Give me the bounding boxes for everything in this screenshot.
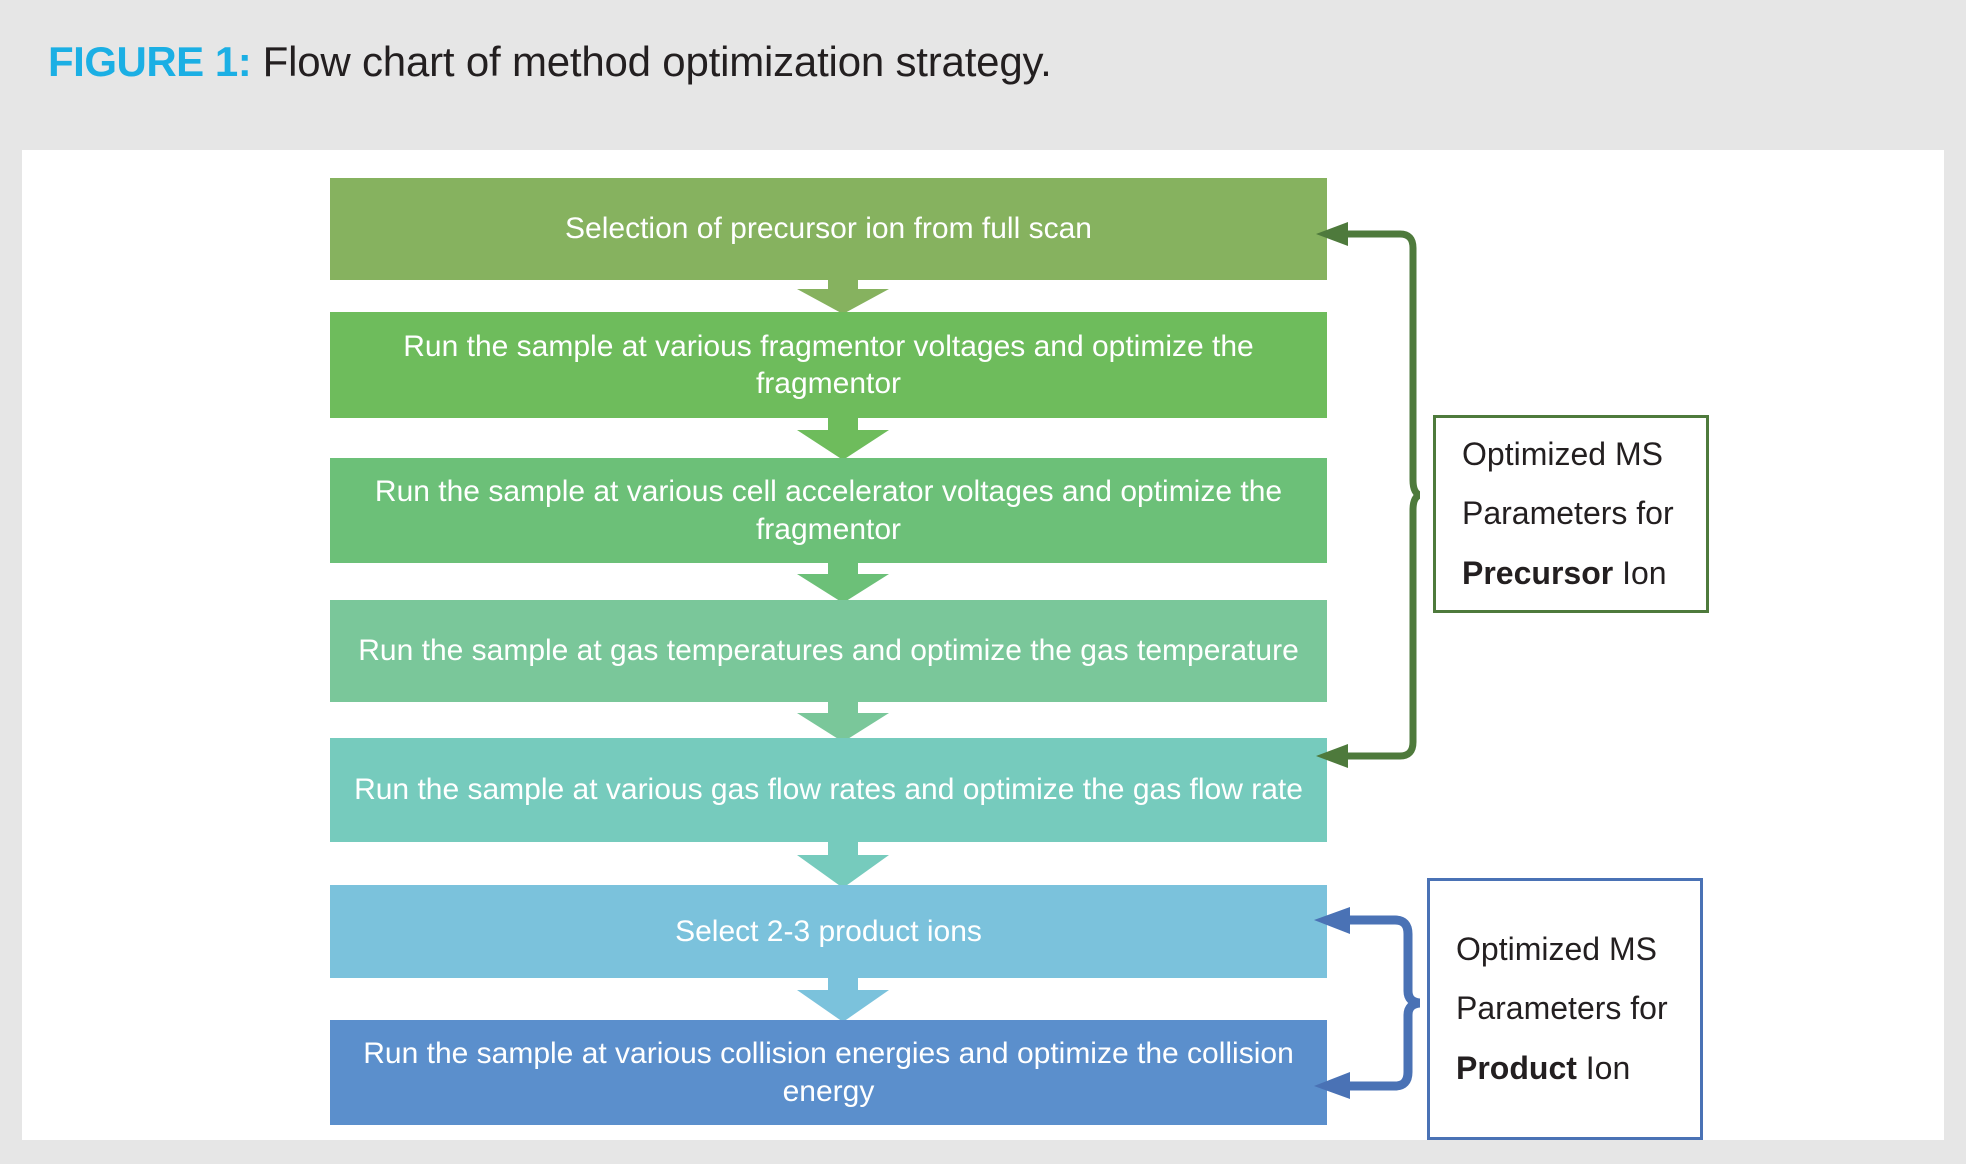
flow-connector-arrow-2 (797, 416, 889, 460)
figure-content-panel: Selection of precursor ion from full sca… (22, 150, 1944, 1140)
flow-step-label: Run the sample at various fragmentor vol… (403, 329, 1254, 401)
callout-line-1: Optimized MS (1462, 435, 1663, 472)
flow-connector-arrow-3 (797, 561, 889, 603)
flow-step-gas-flow-rates: Run the sample at various gas flow rates… (330, 738, 1327, 842)
flow-step-label: Run the sample at various cell accelerat… (374, 475, 1283, 546)
flow-step-label: Run the sample at various gas flow rates… (354, 773, 1303, 807)
figure-label: FIGURE 1: (48, 38, 252, 85)
brace-arrowhead-top (1316, 222, 1348, 246)
callout-line-2: Parameters for (1462, 495, 1674, 532)
flow-step-gas-temperatures: Run the sample at gas temperatures and o… (330, 600, 1327, 702)
callout-line-3: Precursor Ion (1462, 544, 1706, 604)
flow-step-label: Run the sample at gas temperatures and o… (358, 634, 1299, 668)
callout-product-ion: Optimized MS Parameters for Product Ion (1427, 878, 1703, 1140)
callout-line-3: Product Ion (1456, 1039, 1700, 1099)
flow-step-label: Select 2-3 product ions (675, 914, 982, 948)
brace-arrowhead-top (1314, 907, 1350, 934)
figure-caption: FIGURE 1: Flow chart of method optimizat… (48, 38, 1052, 86)
figure-title: Flow chart of method optimization strate… (251, 38, 1052, 85)
flow-step-collision-energies: Run the sample at various collision ener… (330, 1020, 1327, 1125)
callout-line-1: Optimized MS (1456, 930, 1657, 967)
flow-step-select-product-ions: Select 2-3 product ions (330, 885, 1327, 978)
flow-step-label: Run the sample at various collision ener… (363, 1037, 1294, 1108)
brace-precursor (1310, 222, 1420, 768)
callout-line-2: Parameters for (1456, 990, 1668, 1027)
flow-step-selection-precursor-ion: Selection of precursor ion from full sca… (330, 178, 1327, 280)
callout-precursor-ion: Optimized MS Parameters for Precursor Io… (1433, 415, 1709, 613)
brace-arrowhead-bottom (1316, 744, 1348, 768)
flow-step-label: Selection of precursor ion from full sca… (565, 212, 1092, 246)
flow-step-cell-accelerator-voltages: Run the sample at various cell accelerat… (330, 458, 1327, 563)
flow-step-fragmentor-voltages: Run the sample at various fragmentor vol… (330, 312, 1327, 418)
callout-line-3-rest: Ion (1576, 1049, 1631, 1086)
callout-line-3-rest: Ion (1613, 554, 1667, 591)
brace-product (1310, 907, 1420, 1099)
flow-connector-arrow-6 (797, 976, 889, 1022)
flow-connector-arrow-4 (797, 700, 889, 742)
brace-arrowhead-bottom (1314, 1072, 1350, 1099)
flow-connector-arrow-1 (797, 278, 889, 314)
figure-header: FIGURE 1: Flow chart of method optimizat… (0, 0, 1966, 150)
callout-line-3-bold: Precursor (1462, 554, 1614, 591)
flow-connector-arrow-5 (797, 840, 889, 888)
callout-line-3-bold: Product (1456, 1049, 1577, 1086)
